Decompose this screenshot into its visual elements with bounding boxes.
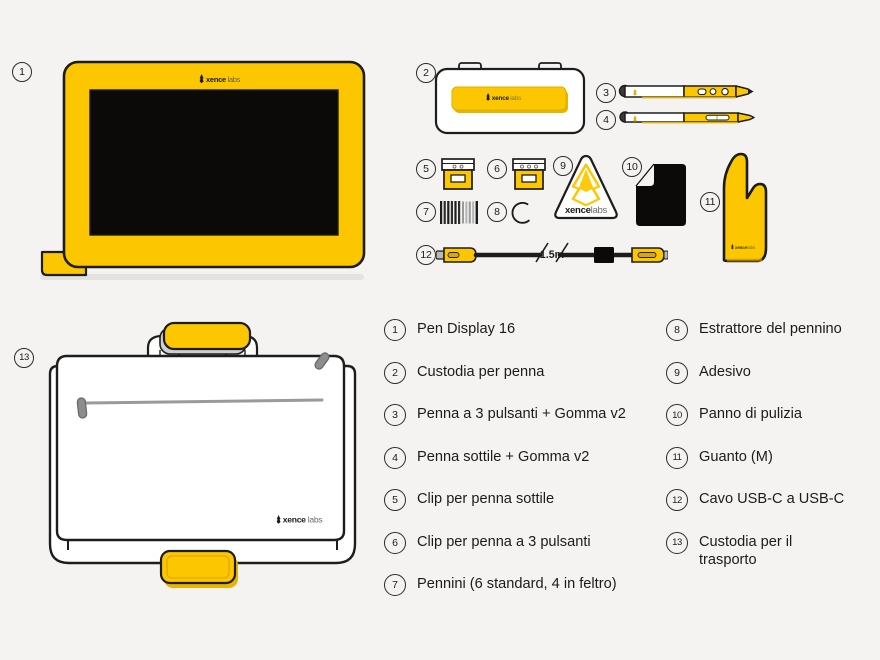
- callout-badge-clip-thin: 5: [416, 159, 436, 179]
- carry-case-brand-light: labs: [308, 515, 323, 525]
- callout-number: 12: [420, 248, 432, 261]
- thin-pen-clip-illustration: [441, 158, 475, 190]
- legend-label-8: Estrattore del pennino: [699, 321, 842, 337]
- legend-item-13: 13 Custodia per il trasporto: [666, 531, 874, 570]
- carry-case-illustration: xence labs: [48, 321, 357, 588]
- legend-number-10: 10: [666, 404, 688, 426]
- callout-badge-pen-thin: 4: [596, 110, 616, 130]
- legend-number-12: 12: [666, 489, 688, 511]
- legend-label-7: Pennini (6 standard, 4 in feltro): [417, 576, 617, 592]
- callout-badge-pen-case: 2: [416, 63, 436, 83]
- pen-display-illustration: xence labs: [40, 60, 366, 280]
- glove-brand-light: labs: [747, 245, 756, 250]
- legend-label-11: Guanto (M): [699, 448, 773, 465]
- callout-number: 6: [494, 162, 500, 175]
- glove-illustration: xence labs: [722, 152, 768, 263]
- pen-case-brand-bold: xence: [492, 95, 510, 102]
- nibs-illustration: [440, 201, 478, 224]
- pen-case-brand-light: labs: [510, 95, 521, 102]
- legend-item-4: 4 Penna sottile + Gomma v2: [384, 446, 664, 469]
- usb-cable-length-label: 1.5m: [540, 249, 564, 261]
- legend-item-1: 1 Pen Display 16: [384, 318, 664, 341]
- legend-item-10: 10 Panno di pulizia: [666, 403, 874, 426]
- thin-pen-illustration: [619, 111, 755, 124]
- callout-badge-usb-cable: 12: [416, 245, 436, 265]
- legend-item-6: 6 Clip per penna a 3 pulsanti: [384, 531, 664, 554]
- callout-number: 10: [626, 160, 638, 173]
- callout-number: 2: [423, 66, 429, 79]
- pen-display-brand-bold: xence: [206, 75, 226, 84]
- callout-number: 5: [423, 162, 429, 175]
- legend-item-11: 11 Guanto (M): [666, 446, 874, 469]
- three-button-pen-illustration: [618, 84, 754, 99]
- legend-column-right: 8 Estrattore del pennino 9 Adesivo 10 Pa…: [666, 318, 874, 589]
- legend-label-3: Penna a 3 pulsanti + Gomma v2: [417, 406, 626, 422]
- sticker-brand-light: labs: [591, 205, 608, 216]
- legend-number-6: 6: [384, 531, 406, 554]
- legend-item-12: 12 Cavo USB-C a USB-C: [666, 488, 874, 511]
- legend-number-9: 9: [666, 361, 688, 384]
- callout-badge-sticker: 9: [553, 156, 573, 176]
- legend-number-7: 7: [384, 574, 406, 596]
- callout-number: 3: [603, 86, 609, 99]
- carry-case-brand-bold: xence: [283, 515, 306, 525]
- callout-number: 1: [19, 65, 25, 78]
- legend-number-1: 1: [384, 319, 406, 341]
- legend-number-2: 2: [384, 361, 406, 384]
- legend-item-8: 8 Estrattore del pennino: [666, 318, 874, 341]
- legend-item-9: 9 Adesivo: [666, 361, 874, 384]
- legend-number-8: 8: [666, 319, 688, 341]
- legend-number-11: 11: [666, 446, 688, 469]
- legend: 1 Pen Display 16 2 Custodia per penna 3 …: [384, 318, 874, 608]
- legend-label-13: Custodia per il trasporto: [699, 533, 793, 569]
- callout-number: 13: [19, 352, 29, 364]
- legend-label-5: Clip per penna sottile: [417, 491, 555, 507]
- callout-number: 11: [704, 195, 716, 208]
- legend-item-3: 3 Penna a 3 pulsanti + Gomma v2: [384, 403, 664, 426]
- legend-item-5: 5 Clip per penna sottile: [384, 488, 664, 511]
- legend-number-13: 13: [666, 531, 688, 554]
- callout-number: 8: [494, 205, 500, 218]
- legend-number-5: 5: [384, 489, 406, 511]
- legend-label-10: Panno di pulizia: [699, 406, 803, 422]
- svg-text:xencelabs: xencelabs: [565, 205, 608, 216]
- legend-item-7: 7 Pennini (6 standard, 4 in feltro): [384, 573, 664, 596]
- sticker-brand-bold: xence: [565, 205, 591, 216]
- callout-number: 9: [560, 159, 566, 172]
- callout-number: 7: [423, 205, 429, 218]
- callout-badge-nibs: 7: [416, 202, 436, 222]
- pen-case-illustration: xence labs: [434, 62, 586, 135]
- nib-extractor-illustration: [511, 201, 530, 224]
- callout-badge-carry-case: 13: [14, 348, 34, 368]
- legend-item-2: 2 Custodia per penna: [384, 361, 664, 384]
- sticker-illustration: xencelabs: [554, 154, 618, 220]
- legend-number-3: 3: [384, 404, 406, 426]
- cleaning-cloth-illustration: [635, 163, 686, 226]
- legend-label-4: Penna sottile + Gomma v2: [417, 448, 590, 465]
- callout-badge-pen-three-button: 3: [596, 83, 616, 103]
- legend-label-9: Adesivo: [699, 363, 751, 380]
- three-button-pen-clip-illustration: [512, 158, 546, 190]
- callout-badge-nib-extractor: 8: [487, 202, 507, 222]
- callout-badge-pen-display: 1: [12, 62, 32, 82]
- legend-column-left: 1 Pen Display 16 2 Custodia per penna 3 …: [384, 318, 664, 616]
- callout-badge-clip-three-button: 6: [487, 159, 507, 179]
- legend-label-1: Pen Display 16: [417, 321, 516, 337]
- glove-brand-bold: xence: [735, 245, 748, 250]
- pen-display-brand-light: labs: [228, 75, 241, 84]
- callout-badge-cleaning-cloth: 10: [622, 157, 642, 177]
- legend-label-12: Cavo USB-C a USB-C: [699, 491, 845, 507]
- legend-label-6: Clip per penna a 3 pulsanti: [417, 533, 591, 550]
- legend-label-2: Custodia per penna: [417, 363, 545, 380]
- callout-badge-glove: 11: [700, 192, 720, 212]
- callout-number: 4: [603, 113, 609, 126]
- usb-cable-illustration: 1.5m: [436, 242, 668, 263]
- legend-number-4: 4: [384, 446, 406, 469]
